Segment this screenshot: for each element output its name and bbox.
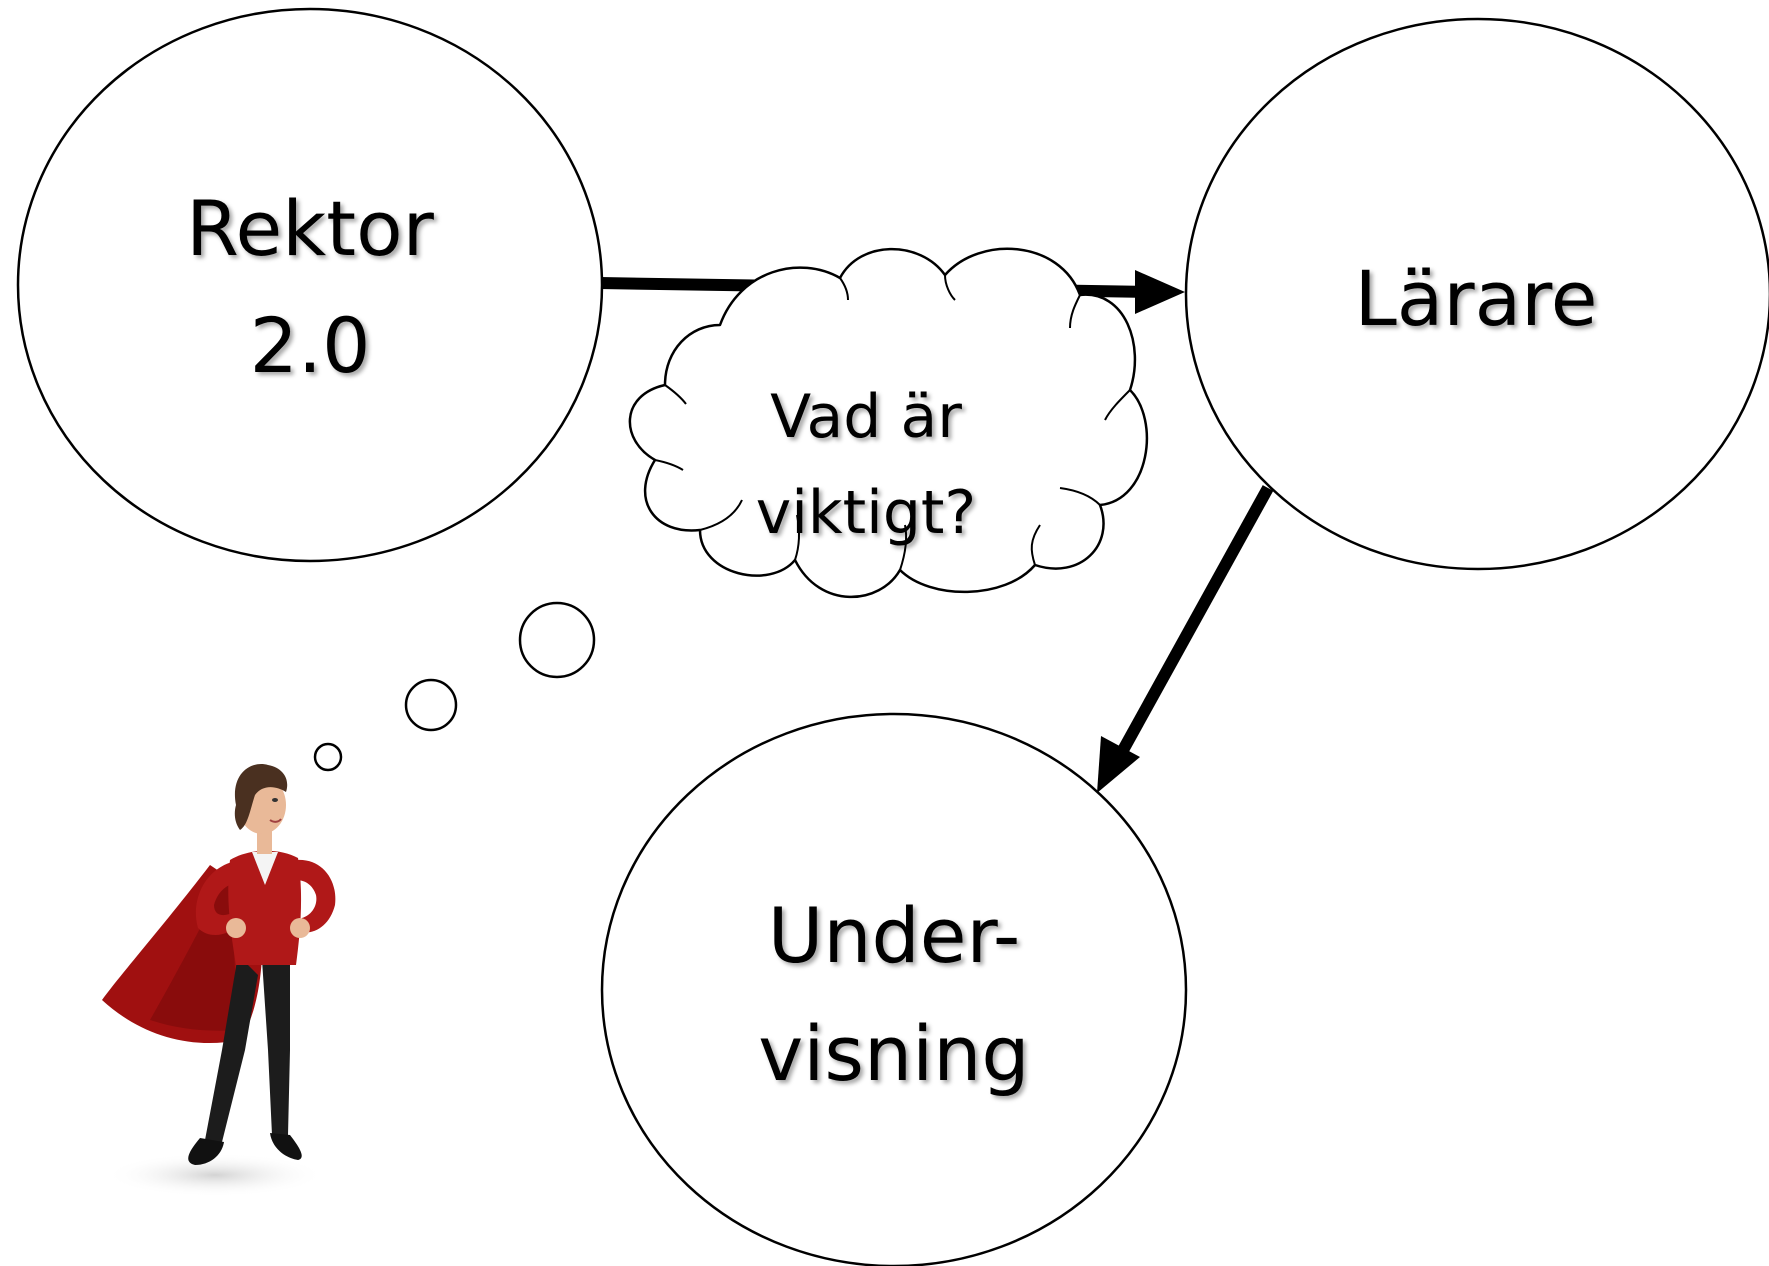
node-rektor-line-2: 2.0	[250, 301, 371, 390]
thought-cloud-shape	[628, 247, 1149, 599]
thought-trail	[313, 601, 596, 772]
node-rektor-line-1: Rektor	[186, 184, 434, 273]
node-undervisning-line-1: Under-	[768, 891, 1021, 980]
node-larare-line-1: Lärare	[1354, 254, 1597, 343]
node-undervisning: Under- visning	[600, 712, 1188, 1266]
thought-cloud: Vad är viktigt?	[628, 247, 1149, 599]
node-undervisning-line-2: visning	[758, 1009, 1029, 1098]
thought-bubble-medium	[404, 678, 458, 732]
thought-line-2: viktigt?	[756, 478, 977, 548]
thought-line-1: Vad är	[770, 382, 962, 452]
node-larare: Lärare	[1184, 17, 1769, 571]
node-rektor: Rektor 2.0	[16, 7, 604, 563]
node-undervisning-circle	[600, 712, 1188, 1266]
superhero-woman-icon	[102, 764, 336, 1197]
thought-bubble-large	[518, 601, 596, 679]
node-larare-circle	[1184, 17, 1769, 571]
thought-bubble-small	[313, 742, 343, 772]
node-rektor-circle	[16, 7, 604, 563]
arrow-larare-to-undervisning	[1097, 485, 1274, 793]
